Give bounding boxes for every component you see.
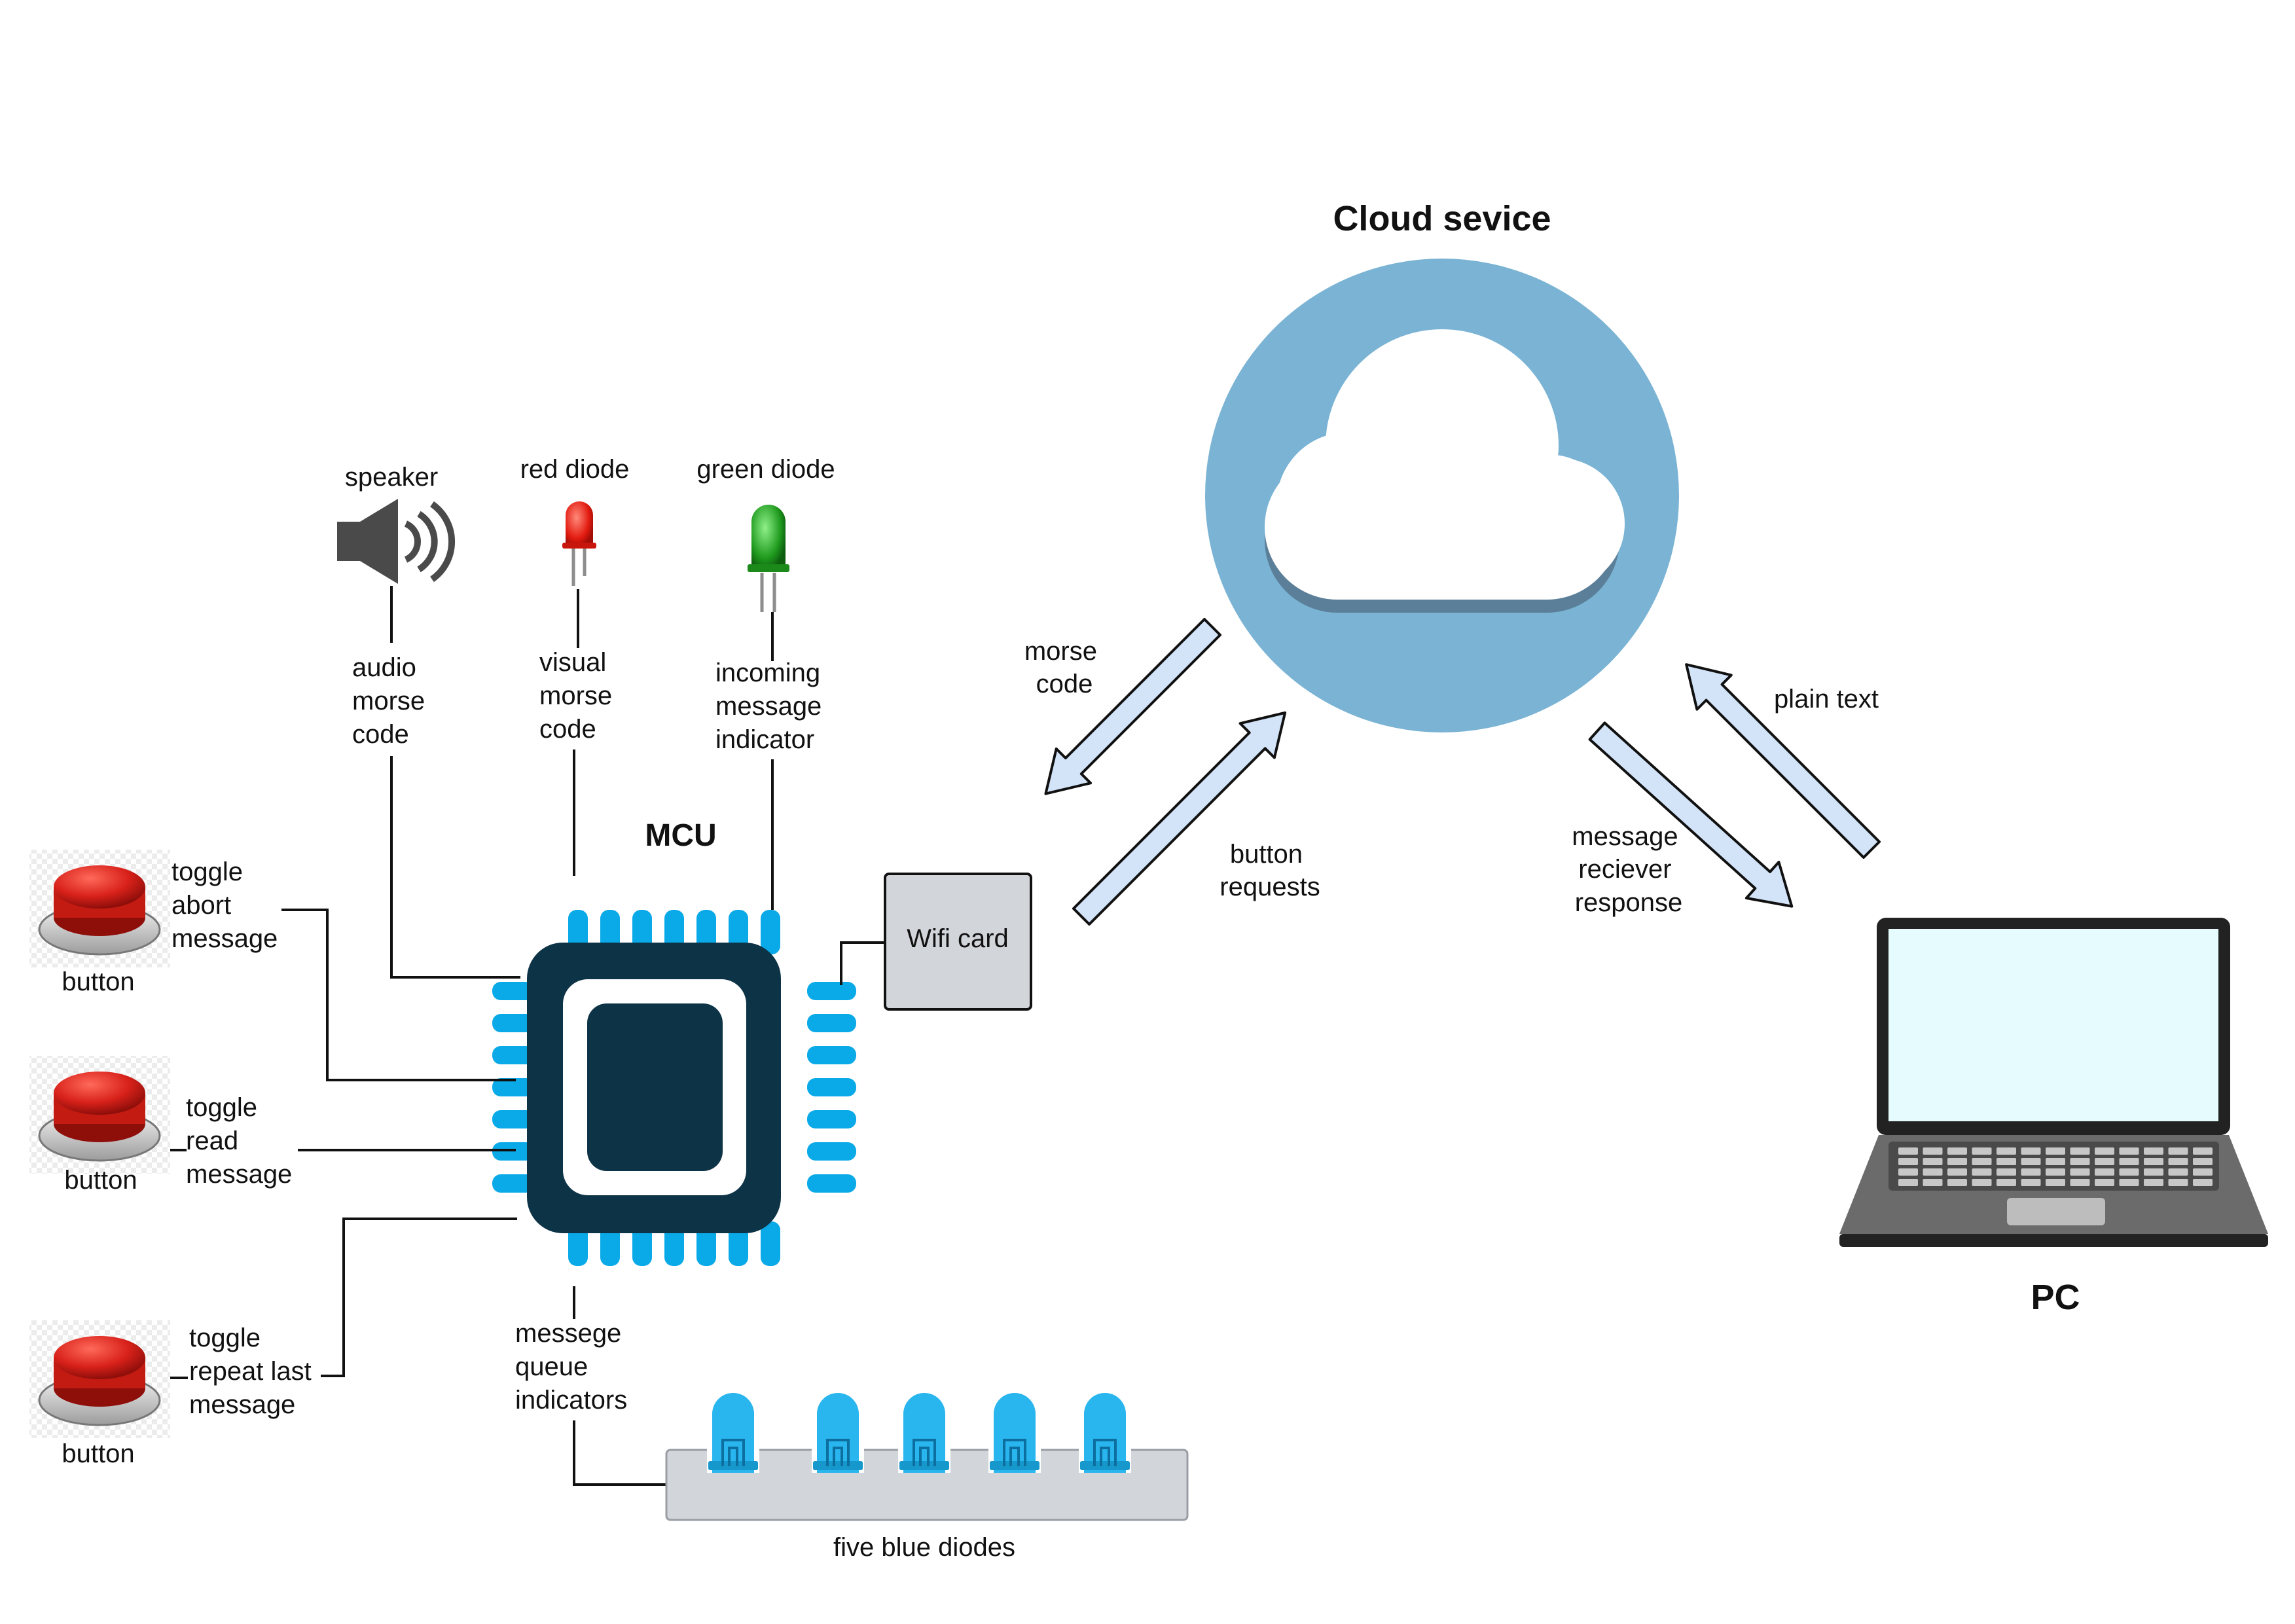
- button-label: button: [62, 1439, 134, 1468]
- red-push-button: [29, 1320, 170, 1438]
- label-audio-morse: audio morse code: [352, 653, 432, 749]
- mcu-chip-icon: [492, 910, 856, 1266]
- label-incoming-indicator: incoming message indicator: [715, 659, 829, 754]
- cloud-icon: [1205, 259, 1679, 732]
- label-visual-morse: visual morse code: [539, 648, 619, 744]
- arrow-plain-text: [1685, 663, 1881, 859]
- label-abort-message: toggle abort message: [172, 857, 278, 953]
- wifi-card: Wifi card: [884, 873, 1032, 1011]
- arrow-button-requests: [1072, 711, 1287, 926]
- label-read-message: toggle read message: [186, 1093, 292, 1189]
- red-diode-label: red diode: [520, 455, 630, 484]
- green-diode-icon: [748, 505, 789, 612]
- arrow-morse-code: [1044, 617, 1222, 795]
- mcu-title: MCU: [645, 818, 716, 853]
- speaker-label: speaker: [345, 463, 438, 492]
- label-button-requests: button requests: [1220, 840, 1320, 901]
- label-repeat-last-message: toggle repeat last message: [189, 1324, 319, 1419]
- label-message-response: message reciever response: [1572, 822, 1685, 917]
- blue-diode-strip: [665, 1393, 1189, 1521]
- arrow-message-response: [1588, 721, 1794, 908]
- green-diode-label: green diode: [696, 455, 835, 484]
- label-morse-code: morse code: [1024, 637, 1104, 698]
- red-push-button: [29, 850, 170, 967]
- wifi-card-label: Wifi card: [907, 924, 1009, 953]
- button-label: button: [62, 967, 134, 996]
- label-plain-text: plain text: [1774, 685, 1879, 713]
- laptop-icon: [1839, 918, 2268, 1247]
- red-push-button: [29, 1056, 170, 1174]
- label-queue-indicators: messege queue indicators: [515, 1319, 628, 1415]
- red-diode-icon: [562, 501, 596, 586]
- cloud-title: Cloud sevice: [1333, 199, 1551, 238]
- pc-title: PC: [2031, 1278, 2080, 1317]
- connection-lines: [167, 586, 885, 1486]
- button-label: button: [64, 1166, 137, 1195]
- speaker-icon: [337, 499, 456, 584]
- label-five-blue-diodes: five blue diodes: [833, 1533, 1015, 1562]
